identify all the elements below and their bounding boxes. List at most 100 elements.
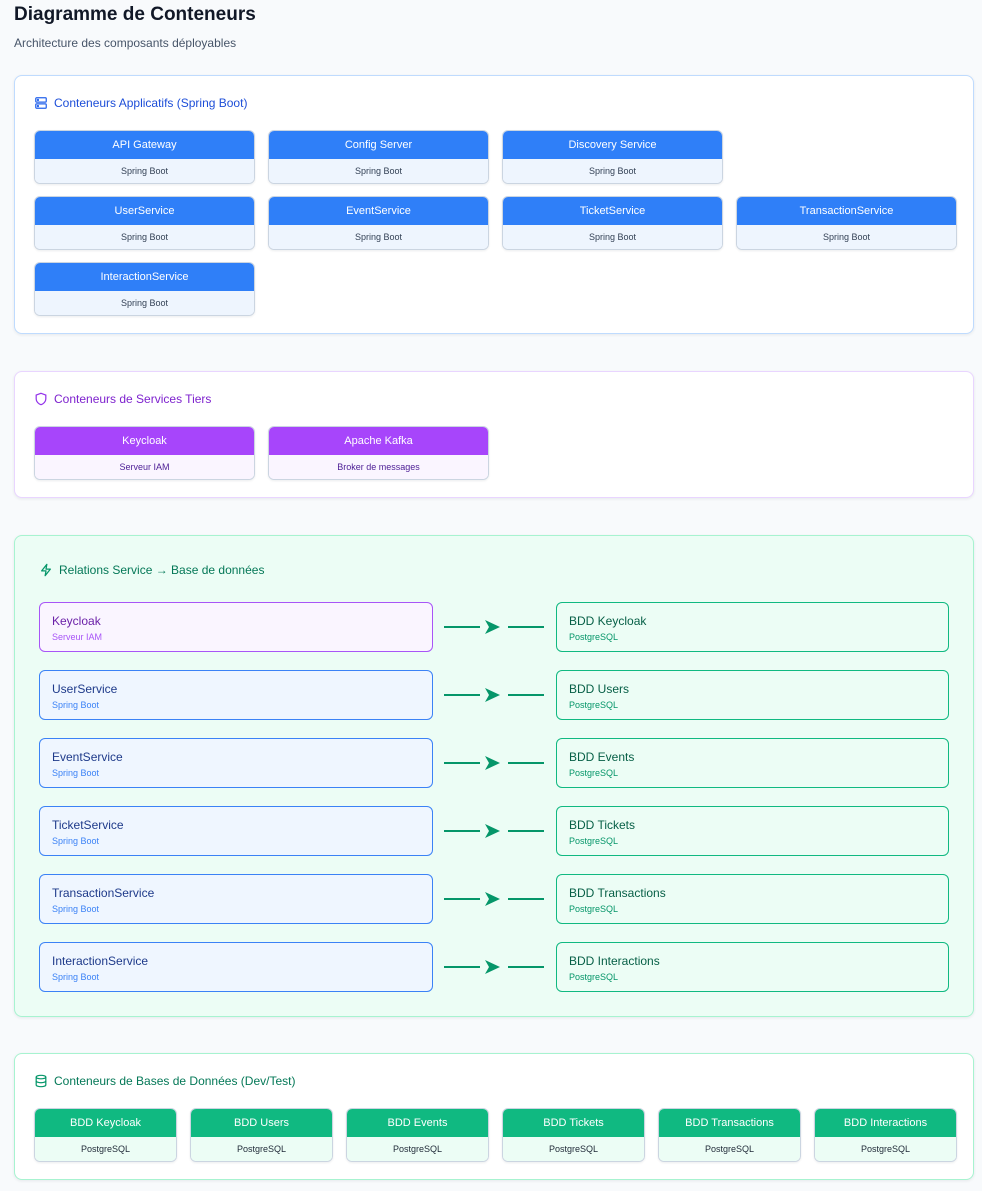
card-title: Discovery Service xyxy=(503,131,722,159)
database-icon xyxy=(35,1074,47,1088)
container-card-keycloak[interactable]: Keycloak Serveur IAM xyxy=(34,426,255,480)
arrow-right-icon xyxy=(444,824,544,838)
container-card-interaction-service[interactable]: InteractionService Spring Boot xyxy=(34,262,255,316)
card-type: Spring Boot xyxy=(269,225,488,249)
db-section-header: Conteneurs de Bases de Données (Dev/Test… xyxy=(34,1074,295,1088)
card-type: PostgreSQL xyxy=(815,1137,956,1161)
card-type: PostgreSQL xyxy=(191,1137,332,1161)
card-title: BDD Interactions xyxy=(815,1109,956,1137)
container-card-discovery-service[interactable]: Discovery Service Spring Boot xyxy=(502,130,723,184)
card-type: PostgreSQL xyxy=(347,1137,488,1161)
page-title: Diagramme de Conteneurs xyxy=(14,4,256,25)
db-section-title: Conteneurs de Bases de Données (Dev/Test… xyxy=(54,1074,296,1088)
card-type: Broker de messages xyxy=(269,455,488,479)
db-name: BDD Keycloak xyxy=(569,614,647,628)
card-type: Spring Boot xyxy=(35,159,254,183)
app-section-title: Conteneurs Applicatifs (Spring Boot) xyxy=(54,96,248,110)
db-type: PostgreSQL xyxy=(569,836,619,846)
card-title: Apache Kafka xyxy=(269,427,488,455)
relation-row: Keycloak Serveur IAM BDD Keycloak Postgr… xyxy=(39,602,949,652)
relation-db-box[interactable]: BDD Keycloak PostgreSQL xyxy=(556,602,949,652)
card-type: Serveur IAM xyxy=(35,455,254,479)
service-type: Spring Boot xyxy=(52,836,100,846)
service-name: InteractionService xyxy=(52,954,149,968)
db-card-interactions[interactable]: BDD Interactions PostgreSQL xyxy=(814,1108,957,1162)
relation-db-box[interactable]: BDD Tickets PostgreSQL xyxy=(556,806,949,856)
card-title: BDD Tickets xyxy=(503,1109,644,1137)
card-title: InteractionService xyxy=(35,263,254,291)
card-title: TicketService xyxy=(503,197,722,225)
db-card-events[interactable]: BDD Events PostgreSQL xyxy=(346,1108,489,1162)
card-type: Spring Boot xyxy=(503,159,722,183)
card-title: TransactionService xyxy=(737,197,956,225)
relation-service-box[interactable]: TransactionService Spring Boot xyxy=(39,874,433,924)
card-type: Spring Boot xyxy=(503,225,722,249)
relations-section: Relations Service → Base de données Keyc… xyxy=(14,535,974,1017)
card-title: Config Server xyxy=(269,131,488,159)
arrow-right-icon xyxy=(444,960,544,974)
card-title: EventService xyxy=(269,197,488,225)
card-title: BDD Keycloak xyxy=(35,1109,176,1137)
db-card-tickets[interactable]: BDD Tickets PostgreSQL xyxy=(502,1108,645,1162)
service-name: TicketService xyxy=(52,818,124,832)
card-title: Keycloak xyxy=(35,427,254,455)
shield-icon xyxy=(35,392,47,406)
card-type: PostgreSQL xyxy=(503,1137,644,1161)
card-title: API Gateway xyxy=(35,131,254,159)
relations-section-header: Relations Service → Base de données xyxy=(39,563,264,577)
lightning-icon xyxy=(41,563,51,577)
db-name: BDD Transactions xyxy=(569,886,666,900)
card-type: PostgreSQL xyxy=(35,1137,176,1161)
relation-db-box[interactable]: BDD Users PostgreSQL xyxy=(556,670,949,720)
db-name: BDD Users xyxy=(569,682,630,696)
relation-service-box[interactable]: EventService Spring Boot xyxy=(39,738,433,788)
service-name: Keycloak xyxy=(52,614,101,628)
container-card-user-service[interactable]: UserService Spring Boot xyxy=(34,196,255,250)
relation-db-box[interactable]: BDD Interactions PostgreSQL xyxy=(556,942,949,992)
app-containers-section: Conteneurs Applicatifs (Spring Boot) API… xyxy=(14,75,974,334)
relation-row: InteractionService Spring Boot BDD Inter… xyxy=(39,942,949,992)
card-type: Spring Boot xyxy=(35,291,254,315)
relation-db-box[interactable]: BDD Transactions PostgreSQL xyxy=(556,874,949,924)
arrow-right-icon xyxy=(444,756,544,770)
card-type: PostgreSQL xyxy=(659,1137,800,1161)
container-card-api-gateway[interactable]: API Gateway Spring Boot xyxy=(34,130,255,184)
container-card-config-server[interactable]: Config Server Spring Boot xyxy=(268,130,489,184)
service-type: Spring Boot xyxy=(52,904,100,914)
db-card-keycloak[interactable]: BDD Keycloak PostgreSQL xyxy=(34,1108,177,1162)
service-name: EventService xyxy=(52,750,123,764)
page-subtitle: Architecture des composants déployables xyxy=(14,36,237,50)
app-section-header: Conteneurs Applicatifs (Spring Boot) xyxy=(34,96,247,110)
db-type: PostgreSQL xyxy=(569,972,619,982)
arrow-right-icon xyxy=(444,688,544,702)
server-icon xyxy=(35,97,47,109)
card-title: BDD Events xyxy=(347,1109,488,1137)
db-name: BDD Interactions xyxy=(569,954,660,968)
relation-service-box[interactable]: InteractionService Spring Boot xyxy=(39,942,433,992)
third-party-section-header: Conteneurs de Services Tiers xyxy=(34,392,211,406)
db-card-transactions[interactable]: BDD Transactions PostgreSQL xyxy=(658,1108,801,1162)
relation-service-box[interactable]: UserService Spring Boot xyxy=(39,670,433,720)
third-party-section-title: Conteneurs de Services Tiers xyxy=(54,392,212,406)
container-card-apache-kafka[interactable]: Apache Kafka Broker de messages xyxy=(268,426,489,480)
container-card-ticket-service[interactable]: TicketService Spring Boot xyxy=(502,196,723,250)
relation-row: EventService Spring Boot BDD Events Post… xyxy=(39,738,949,788)
db-type: PostgreSQL xyxy=(569,904,619,914)
relation-row: TicketService Spring Boot BDD Tickets Po… xyxy=(39,806,949,856)
relation-db-box[interactable]: BDD Events PostgreSQL xyxy=(556,738,949,788)
arrow-right-icon xyxy=(444,892,544,906)
service-name: TransactionService xyxy=(52,886,155,900)
card-type: Spring Boot xyxy=(35,225,254,249)
service-name: UserService xyxy=(52,682,118,696)
db-card-users[interactable]: BDD Users PostgreSQL xyxy=(190,1108,333,1162)
card-title: UserService xyxy=(35,197,254,225)
relation-row: TransactionService Spring Boot BDD Trans… xyxy=(39,874,949,924)
service-type: Serveur IAM xyxy=(52,632,103,642)
container-card-event-service[interactable]: EventService Spring Boot xyxy=(268,196,489,250)
db-name: BDD Events xyxy=(569,750,635,764)
service-type: Spring Boot xyxy=(52,768,100,778)
relation-service-box[interactable]: Keycloak Serveur IAM xyxy=(39,602,433,652)
relation-service-box[interactable]: TicketService Spring Boot xyxy=(39,806,433,856)
container-card-transaction-service[interactable]: TransactionService Spring Boot xyxy=(736,196,957,250)
db-type: PostgreSQL xyxy=(569,768,619,778)
